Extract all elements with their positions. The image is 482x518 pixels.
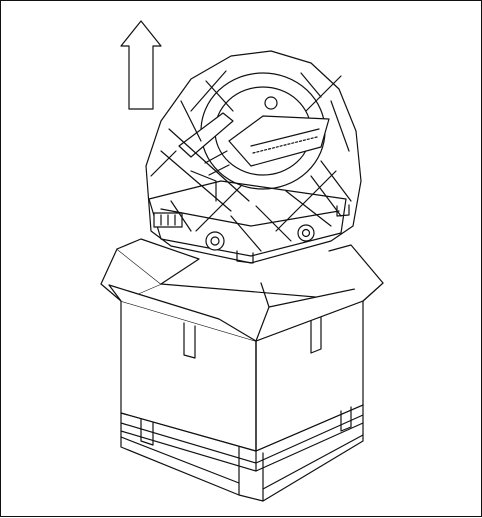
pallet — [120, 404, 364, 502]
up-arrow-icon — [120, 20, 162, 110]
wrapped-slicer-machine — [145, 50, 362, 264]
box-flaps — [100, 238, 384, 342]
